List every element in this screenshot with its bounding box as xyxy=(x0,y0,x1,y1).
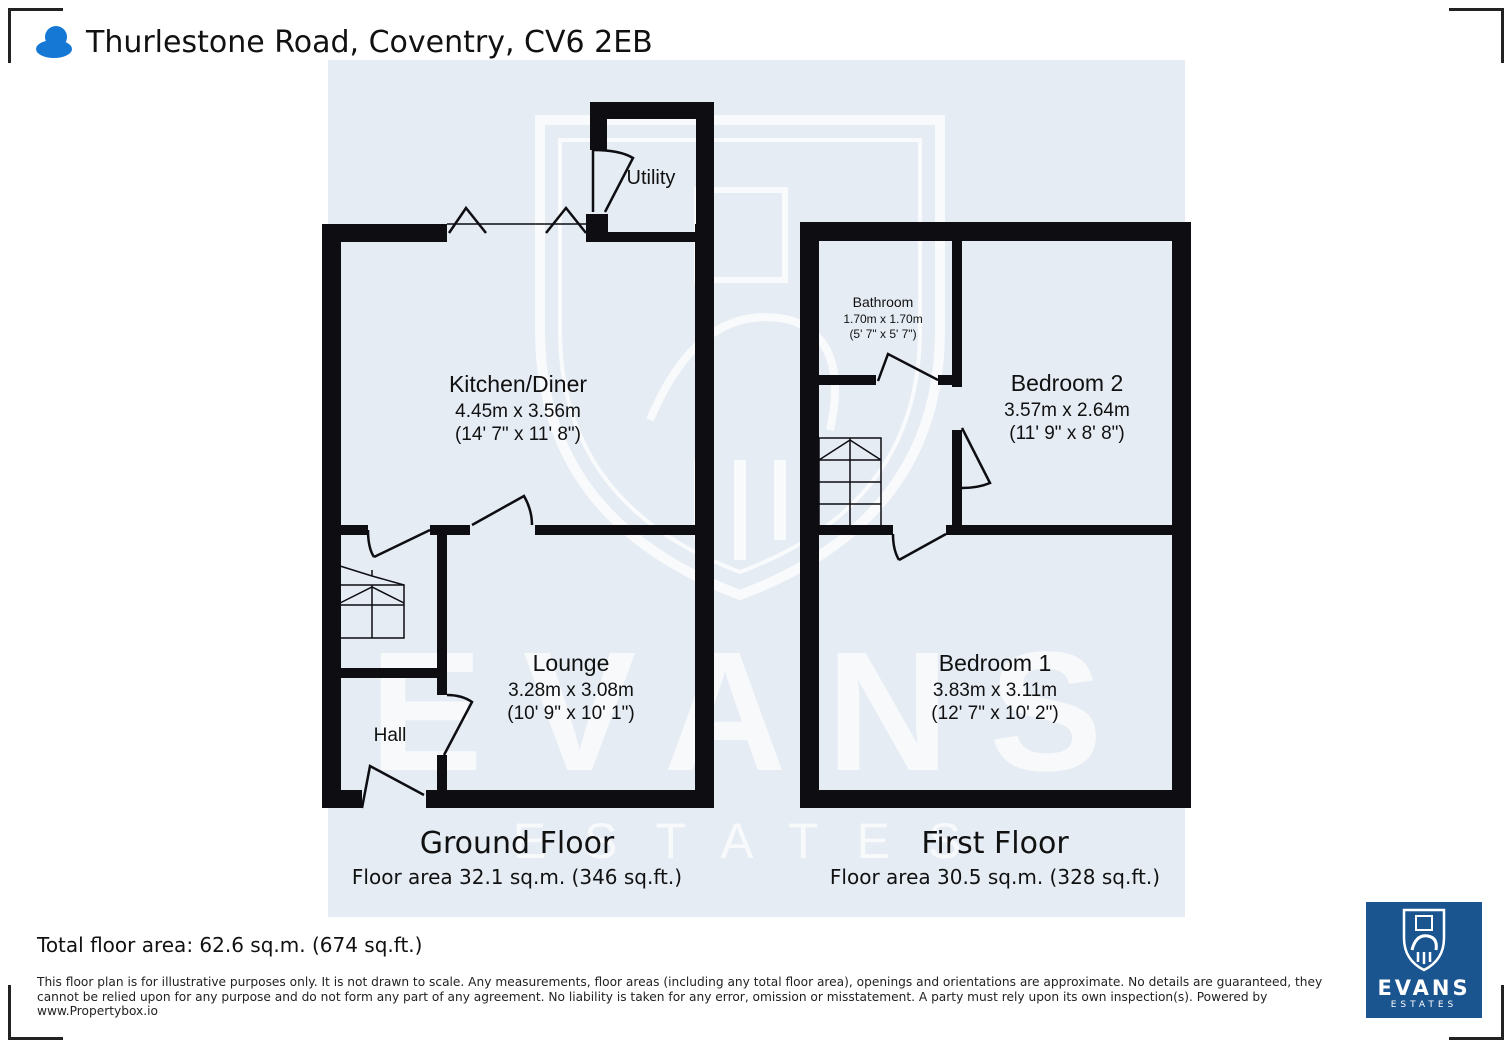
ground-floor-area: Floor area 32.1 sq.m. (346 sq.ft.) xyxy=(352,865,682,889)
bedroom1-name: Bedroom 1 xyxy=(939,650,1052,676)
bedroom1-metric: 3.83m x 3.11m xyxy=(933,680,1057,701)
brand-logo: EVANS ESTATES xyxy=(1366,902,1482,1018)
total-floor-area: Total floor area: 62.6 sq.m. (674 sq.ft.… xyxy=(37,933,423,957)
lounge-metric: 3.28m x 3.08m xyxy=(508,680,634,701)
bedroom2-imperial: (11' 9" x 8' 8") xyxy=(1009,423,1124,444)
room-labels: Utility Kitchen/Diner 4.45m x 3.56m (14'… xyxy=(374,167,1130,746)
crest-icon xyxy=(1402,908,1446,972)
property-address: Thurlestone Road, Coventry, CV6 2EB xyxy=(86,24,653,60)
bedroom2-name: Bedroom 2 xyxy=(1011,370,1124,396)
first-floor-walls xyxy=(800,222,1191,808)
lounge-name: Lounge xyxy=(533,650,610,676)
utility-name: Utility xyxy=(627,167,676,189)
lounge-imperial: (10' 9" x 10' 1") xyxy=(507,703,634,724)
ground-floor-title: Ground Floor xyxy=(420,826,615,861)
watermark-word: EVANS xyxy=(369,617,1142,807)
plan-background xyxy=(328,60,1185,917)
disclaimer-text: This floor plan is for illustrative purp… xyxy=(37,975,1323,1018)
kitchen-imperial: (14' 7" x 11' 8") xyxy=(455,424,581,445)
frame-corner-top-left xyxy=(8,8,63,63)
frame-corner-bottom-right xyxy=(1449,985,1504,1040)
logo-sub: ESTATES xyxy=(1390,1000,1458,1010)
ground-floor-fixtures xyxy=(339,148,635,809)
bathroom-name: Bathroom xyxy=(853,294,914,310)
location-pin-icon xyxy=(36,26,72,58)
watermark-sub: ESTATES xyxy=(513,813,999,869)
logo-word: EVANS xyxy=(1377,976,1471,1000)
first-floor-title: First Floor xyxy=(921,826,1069,861)
hall-name: Hall xyxy=(374,725,407,746)
frame-corner-bottom-left xyxy=(8,985,63,1040)
ground-floor-walls xyxy=(322,102,714,808)
bathroom-metric: 1.70m x 1.70m xyxy=(843,312,922,326)
watermark-text: EVANS ESTATES xyxy=(369,617,1142,869)
bedroom2-metric: 3.57m x 2.64m xyxy=(1004,400,1130,421)
frame-corner-top-right xyxy=(1449,8,1504,63)
first-floor-area: Floor area 30.5 sq.m. (328 sq.ft.) xyxy=(830,865,1160,889)
kitchen-metric: 4.45m x 3.56m xyxy=(455,401,581,422)
bedroom1-imperial: (12' 7" x 10' 2") xyxy=(931,703,1058,724)
kitchen-name: Kitchen/Diner xyxy=(449,371,587,397)
floor-titles: Ground Floor Floor area 32.1 sq.m. (346 … xyxy=(352,826,1160,889)
bathroom-imperial: (5' 7" x 5' 7") xyxy=(849,327,916,341)
page-header: Thurlestone Road, Coventry, CV6 2EB xyxy=(34,22,653,62)
first-floor-fixtures xyxy=(818,352,992,562)
